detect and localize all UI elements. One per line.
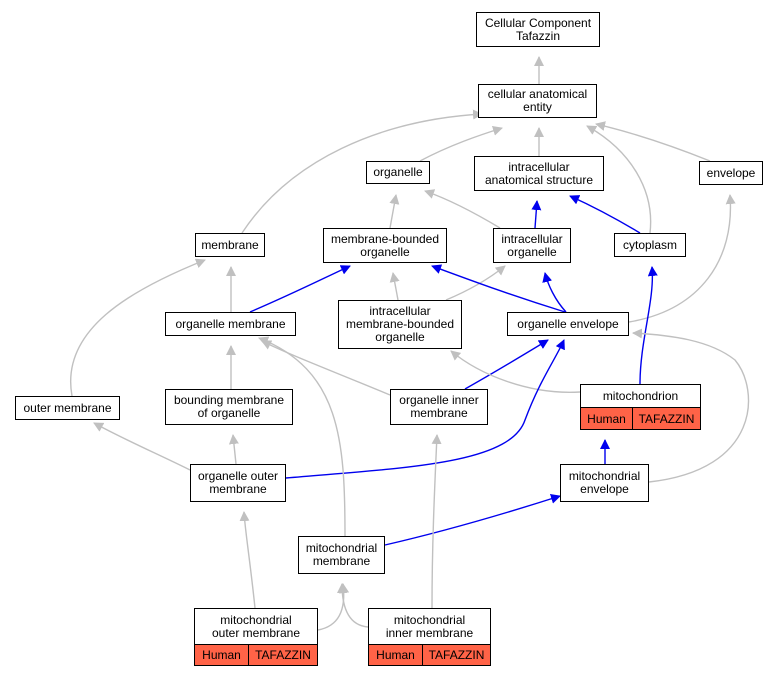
edge-oom-to-outer-membrane (93, 422, 191, 471)
node-mitochondrial-inner-membrane-label: mitochondrial inner membrane (369, 609, 490, 645)
edge-oim-to-oe (464, 339, 549, 390)
edge-om-to-mbo (249, 265, 351, 313)
gene-tag[interactable]: TAFAZZIN (248, 645, 317, 665)
node-mitochondrial-inner-membrane[interactable]: mitochondrial inner membrane Human TAFAZ… (368, 608, 491, 666)
node-intracellular-membrane-bounded-organelle[interactable]: intracellular membrane-bounded organelle (338, 300, 462, 349)
edge-oe-to-io (542, 272, 567, 313)
edge-mito-inner-to-mito-mem (337, 583, 369, 628)
edge-cytoplasm-to-cae (586, 125, 652, 234)
edge-mitochondrion-to-imbo (450, 350, 581, 393)
node-mitochondrial-membrane[interactable]: mitochondrial membrane (298, 536, 385, 574)
node-outer-membrane[interactable]: outer membrane (15, 396, 120, 420)
edge-mito-inner-to-oim (431, 434, 442, 609)
species-tag[interactable]: Human (581, 408, 632, 429)
species-tag[interactable]: Human (195, 645, 248, 665)
annotation-row: Human TAFAZZIN (369, 645, 490, 665)
edge-mito-outer-to-mito-mem (317, 583, 350, 631)
node-cytoplasm[interactable]: cytoplasm (614, 233, 686, 257)
node-envelope[interactable]: envelope (699, 161, 763, 185)
node-organelle-envelope[interactable]: organelle envelope (507, 312, 629, 336)
node-mitochondrion[interactable]: mitochondrion Human TAFAZZIN (580, 384, 701, 430)
node-mitochondrial-envelope[interactable]: mitochondrial envelope (560, 464, 649, 502)
node-membrane-bounded-organelle[interactable]: membrane-bounded organelle (323, 228, 447, 263)
node-bounding-membrane-of-organelle[interactable]: bounding membrane of organelle (165, 389, 293, 425)
annotation-row: Human TAFAZZIN (195, 645, 317, 665)
node-organelle-outer-membrane[interactable]: organelle outer membrane (190, 464, 286, 502)
edge-mito-outer-to-oom (239, 511, 256, 609)
edge-mito-env-to-oe (632, 328, 750, 483)
gene-tag[interactable]: TAFAZZIN (632, 408, 700, 429)
edge-oom-to-oe (285, 339, 565, 479)
edge-cytoplasm-to-ias (569, 195, 641, 234)
edge-oe-to-mbo (431, 264, 566, 313)
node-membrane[interactable]: membrane (195, 233, 265, 257)
edge-oe-to-envelope (628, 194, 736, 323)
edge-mito-mem-to-om (258, 336, 346, 537)
node-cellular-component-root[interactable]: Cellular Component Tafazzin (476, 12, 600, 47)
edge-oim-to-om (261, 340, 391, 396)
edge-oom-to-bmo (228, 434, 239, 465)
gene-tag[interactable]: TAFAZZIN (422, 645, 490, 665)
edge-mito-mem-to-mito-env (384, 493, 561, 546)
edge-imbo-to-mbo (389, 272, 400, 301)
node-organelle-membrane[interactable]: organelle membrane (165, 312, 296, 336)
edge-imbo-to-io (445, 265, 506, 301)
edge-mitochondrion-to-cytoplasm (639, 266, 658, 385)
species-tag[interactable]: Human (369, 645, 422, 665)
node-mitochondrial-outer-membrane[interactable]: mitochondrial outer membrane Human TAFAZ… (194, 608, 318, 666)
edge-io-to-ias (531, 200, 542, 229)
node-intracellular-organelle[interactable]: intracellular organelle (493, 228, 571, 263)
edge-mbo-to-organelle (389, 194, 400, 229)
node-intracellular-anatomical-structure[interactable]: intracellular anatomical structure (474, 156, 604, 191)
edge-outer-membrane-to-membrane (69, 258, 206, 397)
annotation-row: Human TAFAZZIN (581, 408, 700, 429)
edge-io-to-organelle (424, 189, 501, 229)
node-organelle-inner-membrane[interactable]: organelle inner membrane (390, 389, 488, 425)
edge-organelle-to-cae (419, 125, 503, 162)
edge-membrane-to-cae (241, 109, 483, 234)
edge-envelope-to-cae (595, 121, 711, 162)
node-mitochondrial-outer-membrane-label: mitochondrial outer membrane (195, 609, 317, 645)
node-mitochondrion-label: mitochondrion (581, 385, 700, 408)
node-cellular-anatomical-entity[interactable]: cellular anatomical entity (478, 84, 597, 118)
node-organelle[interactable]: organelle (366, 161, 430, 184)
